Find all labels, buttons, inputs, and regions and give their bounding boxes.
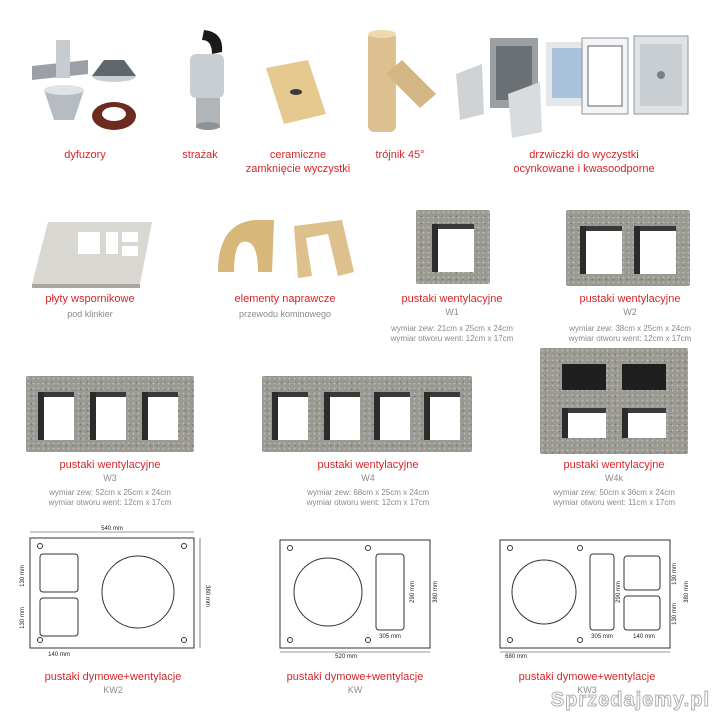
dims-w4k-opening: wymiar otworu went: 11cm x 17cm [552,498,676,507]
kw3-inner-label: 290 mm [616,581,622,603]
model-kw3: KW3 [577,685,597,695]
kw3-item: pustaki dymowe+wentylacje KW3 [492,670,682,696]
w1-block-photo [416,210,490,284]
caption-w4: pustaki wentylacyjne [317,459,419,471]
caption-w3: pustaki wentylacyjne [59,459,161,471]
model-w4: W4 [361,473,375,483]
kw3-w2-label: 140 mm [633,634,655,640]
caption-tee-pipe: trójnik 45° [375,149,425,161]
kw3-h1-label: 130 mm [672,563,678,585]
kw-width-label: 520 mm [335,654,357,660]
sub-repair-elements: przewodu kominowego [238,309,332,319]
model-w3: W3 [103,473,117,483]
support-plate-item: płyty wspornikowe pod klinkier [30,292,150,320]
kw2-item: pustaki dymowe+wentylacje KW2 [18,670,208,696]
caption-cleanout-doors: drzwiczki do wyczystki ocynkowane i kwas… [513,149,655,175]
model-w2: W2 [623,307,637,317]
kw-height-label: 380 mm [433,581,439,603]
kw3-width-label: 680 mm [505,654,527,660]
w2-block-photo [566,210,690,286]
kw2-h2-label: 130 mm [20,607,26,629]
model-kw: KW [347,685,363,695]
kw2-drawing: 540 mm 380 mm 130 mm 130 mm 140 mm [20,526,210,658]
w4k-block-photo [540,348,688,454]
dims-w1-outer: wymiar zew: 21cm x 25cm x 24cm [391,324,513,333]
caption-w4k: pustaki wentylacyjne [563,459,665,471]
kw-drawing: 520 mm 305 mm 290 mm 380 mm [279,539,439,660]
caption-repair-elements: elementy naprawcze [234,293,336,305]
ceramic-plate-photo [266,60,326,124]
dims-w4k-outer: wymiar zew: 50cm x 36cm x 24cm [553,488,675,497]
dims-w2-outer: wymiar zew: 38cm x 25cm x 24cm [569,324,691,333]
kw2-width-label: 540 mm [101,526,123,532]
dims-w2-opening: wymiar otworu went: 12cm x 17cm [568,334,692,343]
dims-w3-opening: wymiar otworu went: 12cm x 17cm [48,498,172,507]
kw3-h2-label: 130 mm [672,603,678,625]
support-plate-photo [32,222,152,288]
caption-support-plates: płyty wspornikowe [45,293,135,305]
kw2-h1-label: 130 mm [20,565,26,587]
model-w1: W1 [445,307,459,317]
repair-elements-item: elementy naprawcze przewodu kominowego [210,292,360,320]
kw3-height-label: 380 mm [684,581,690,603]
caption-chimney-cap: strażak [182,149,218,161]
kw3-drawing: 680 mm 305 mm 140 mm 290 mm 130 mm 130 m… [499,539,690,660]
kw-inner-label: 290 mm [410,581,416,603]
caption-kw: pustaki dymowe+wentylacje [286,671,424,683]
caption-kw3: pustaki dymowe+wentylacje [518,671,656,683]
sprzedajemy-watermark: Sprzedajemy.pl [550,689,710,712]
caption-w1: pustaki wentylacyjne [401,293,503,305]
kw-item: pustaki dymowe+wentylacje KW [260,670,450,696]
model-w4k: W4k [605,473,623,483]
chimney-cap-photo [190,30,224,130]
w1-item: pustaki wentylacyjne W1 wymiar zew: 21cm… [372,292,532,344]
dims-w4-outer: wymiar zew: 68cm x 25cm x 24cm [307,488,429,497]
w2-item: pustaki wentylacyjne W2 wymiar zew: 38cm… [550,292,710,344]
model-kw2: KW2 [103,685,123,695]
w3-block-photo [26,376,194,452]
cleanout-doors-photo [456,35,689,138]
caption-kw2: pustaki dymowe+wentylacje [44,671,182,683]
dims-w1-opening: wymiar otworu went: 12cm x 17cm [390,334,514,343]
tee-pipe-photo [368,30,436,132]
caption-ceramic-closure: ceramiczne zamknięcie wyczystki [245,149,351,175]
caption-diffusers: dyfuzory [64,149,106,161]
dims-w4-opening: wymiar otworu went: 12cm x 17cm [306,498,430,507]
w4-item: pustaki wentylacyjne W4 wymiar zew: 68cm… [288,458,448,508]
diffuser-photo [32,40,136,130]
kw3-w1-label: 305 mm [591,634,613,640]
w3-item: pustaki wentylacyjne W3 wymiar zew: 52cm… [30,458,190,508]
repair-elements-photo [218,220,354,278]
w4-block-photo [262,376,472,452]
caption-w2: pustaki wentylacyjne [579,293,681,305]
kw-w-label: 305 mm [379,634,401,640]
w4k-item: pustaki wentylacyjne W4k wymiar zew: 50c… [534,458,694,508]
kw2-w-label: 140 mm [48,652,70,658]
kw2-height-label: 380 mm [204,585,210,607]
dims-w3-outer: wymiar zew: 52cm x 25cm x 24cm [49,488,171,497]
sub-support-plates: pod klinkier [67,309,113,319]
